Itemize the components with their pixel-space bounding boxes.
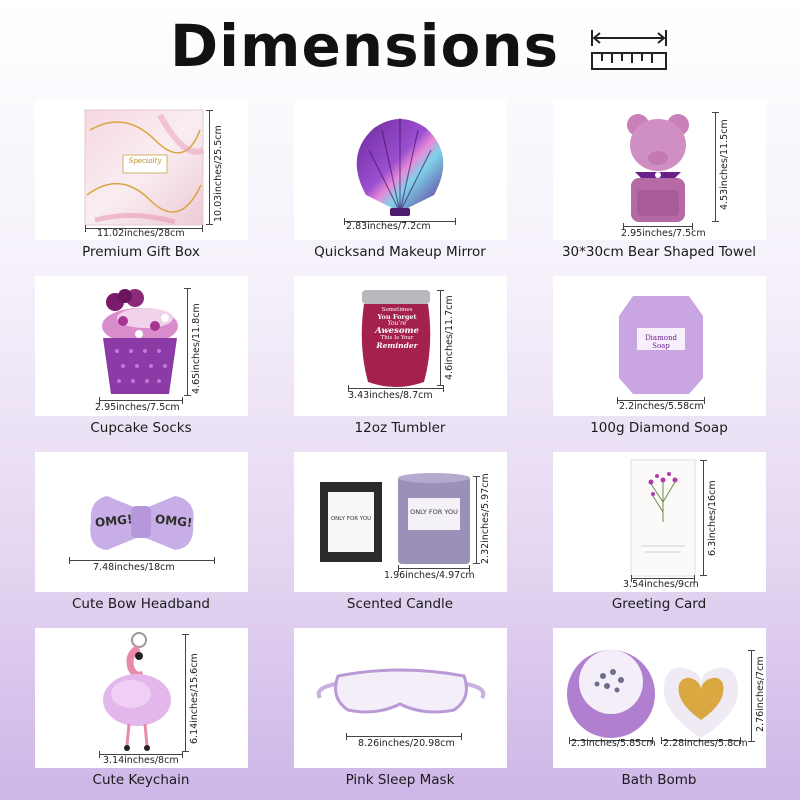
height-label: 10.03inches/25.5cm [213,125,224,222]
width-line [631,575,695,582]
width-label: 3.43inches/8.7cm [348,390,433,401]
width-label: 2.2inches/5.58cm [619,401,704,412]
item-name: Quicksand Makeup Mirror [314,244,486,260]
card-keychain: 3.14inches/8cm 6.14inches/15.6cm [35,628,248,768]
width-label: 2.83inches/7.2cm [346,221,431,232]
greeting-card-image [630,459,696,577]
width-label: 3.14inches/8cm [103,755,179,766]
card-bow-headband: OMG! OMG! 7.48inches/18cm [35,452,248,592]
card-diamond-soap: Diamond Soap 2.2inches/5.58cm [553,276,766,416]
page-title: Dimensions [170,12,560,80]
item-name: 30*30cm Bear Shaped Towel [561,244,757,260]
card-cupcake-socks: 2.95inches/7.5cm 4.65inches/11.8cm [35,276,248,416]
height-label: 2.76inches/7cm [755,656,766,732]
tumbler-print: Sometimes You Forget You're Awesome This… [375,307,419,350]
headband-image [90,496,194,550]
height-line [182,634,189,752]
width-label: 7.48inches/18cm [93,562,175,573]
cupcake-socks-image [102,289,178,394]
item-name: 100g Diamond Soap [590,420,728,436]
width-line [623,223,693,230]
item-name: Scented Candle [346,596,454,612]
jar-label: ONLY FOR YOU [410,508,458,516]
height-label: 4.53inches/11.5cm [719,119,730,210]
width-line [99,751,183,758]
sleep-mask-image [316,668,486,714]
width-line-a [569,737,653,744]
height-line [748,650,755,742]
card-tumbler: Sometimes You Forget You're Awesome This… [294,276,507,416]
gift-box-brand: Specialty [128,157,162,165]
width-label: 2.95inches/7.5cm [95,402,180,413]
item-name: Cute Bow Headband [72,596,210,612]
card-scented-candle: ONLY FOR YOU ONLY FOR YOU 1.96inches/4.9… [294,452,507,592]
item-name: Cupcake Socks [90,420,192,436]
width-line [69,557,215,564]
height-label: 2.32inches/5.97cm [480,473,491,564]
width-line [617,397,705,404]
height-label: 6.3inches/16cm [707,480,718,556]
height-line [712,112,719,222]
height-label: 4.65inches/11.8cm [191,303,202,394]
ruler-icon [591,30,667,70]
width-line-b [661,737,741,744]
bear-towel-image [627,114,689,222]
header: Dimensions [0,0,800,95]
height-line [206,110,213,225]
width-line [398,565,470,572]
card-sleep-mask: 8.26inches/20.98cm [294,628,507,768]
bath-bomb-image [567,650,739,738]
shell-mirror-image [356,118,444,216]
gift-box-image [84,109,205,226]
width-label-b: 2.28inches/5.8cm [663,738,748,749]
width-label: 3.54inches/9cm [623,579,699,590]
item-name: Bath Bomb [621,772,697,788]
width-line [344,218,456,225]
candle-image [320,473,470,564]
width-label: 1.96inches/4.97cm [384,570,475,581]
card-makeup-mirror: 2.83inches/7.2cm [294,100,507,240]
diamond-soap-image [619,296,703,394]
card-greeting-card: 3.54inches/9cm 6.3inches/16cm [553,452,766,592]
item-name: Pink Sleep Mask [345,772,455,788]
width-line [99,397,183,404]
card-gift-box: Specialty 11.02inches/28cm 10.03inches/2… [35,100,248,240]
soap-text: Diamond Soap [645,334,677,350]
width-label: 8.26inches/20.98cm [358,738,455,749]
width-label: 2.95inches/7.5cm [621,228,706,239]
tumbler-image [361,290,431,387]
width-line [346,733,462,740]
card-bath-bomb: 2.3inches/5.85cm 2.28inches/5.8cm 2.76in… [553,628,766,768]
height-label: 6.14inches/15.6cm [189,653,200,744]
height-line [473,476,480,564]
box-label: ONLY FOR YOU [330,516,372,522]
width-line [348,385,444,392]
height-label: 4.6inches/11.7cm [444,295,455,380]
keychain-image [103,632,171,751]
height-line [700,460,707,576]
item-name: 12oz Tumbler [354,420,446,436]
height-line [437,290,444,386]
height-line [184,288,191,396]
width-line [85,225,203,232]
width-label-a: 2.3inches/5.85cm [571,738,656,749]
item-name: Premium Gift Box [82,244,200,260]
item-name: Greeting Card [611,596,707,612]
item-name: Cute Keychain [92,772,190,788]
card-bear-towel: 2.95inches/7.5cm 4.53inches/11.5cm [553,100,766,240]
width-label: 11.02inches/28cm [97,228,185,239]
